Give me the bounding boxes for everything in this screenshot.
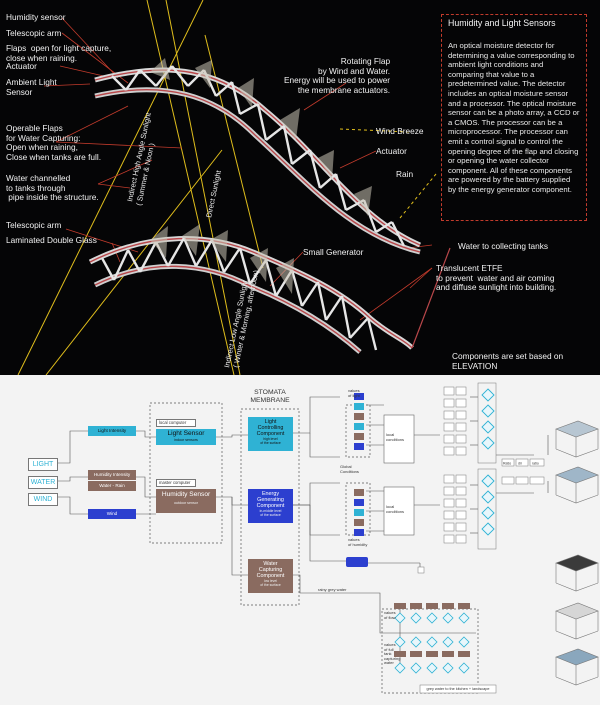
lower-truss [88, 224, 414, 354]
cube-5 [555, 648, 599, 686]
computer-group [149, 402, 223, 544]
input-water: WATER [28, 476, 58, 489]
cube-icons [555, 420, 599, 686]
generator-output-box [346, 557, 368, 567]
dashed-groups [149, 402, 479, 694]
rotating-flap-label: Rotating Flap by Wind and Water. Energy … [284, 56, 391, 95]
grey-water-box [419, 684, 497, 694]
light-component-title: Light Controlling Component [256, 419, 285, 437]
info-title: Humidity and Light Sensors [448, 18, 556, 28]
cube-2 [555, 466, 599, 504]
humidity-sensor-label: Humidity sensor [6, 12, 66, 22]
values-of-flow-label: values of flow [384, 610, 396, 620]
humidity-intensity-box: Humidity Intensity [88, 470, 136, 480]
diamond-column [481, 388, 495, 536]
humidity-sensor-sub: outdoor sensor [174, 501, 198, 505]
flow-diamonds [394, 612, 470, 674]
values-of-light-label: values of light [348, 388, 360, 398]
stomata-group [240, 408, 300, 606]
light-sensor-box: Light Sensor indoor sensors [156, 429, 216, 445]
cube-4 [555, 602, 599, 640]
cube-1 [555, 420, 599, 458]
small-generator-label: Small Generator [303, 247, 364, 257]
stomata-membrane-illustration: Indirect High Angle Sunlight ( Summer & … [0, 0, 600, 375]
connectors [56, 396, 549, 665]
global-conditions-label: Global Conditions [340, 464, 359, 474]
laminated-glass-label: Laminated Double Glass [6, 235, 97, 245]
local-computer-label: local computer [156, 419, 196, 427]
actuator-label: Actuator [6, 61, 37, 71]
sensors-info-box: Humidity and Light Sensors An optical mo… [441, 14, 587, 221]
wind-breeze-label: Wind Breeze [376, 126, 424, 136]
input-light: LIGHT [28, 458, 58, 471]
flow-tags [394, 603, 470, 657]
humidity-sensor-title: Humidity Sensor [161, 491, 211, 498]
water-component-title: Water Capturing Component [256, 561, 285, 579]
small-tag-labels: Ratio dir ratio [503, 462, 539, 466]
ambient-light-sensor-label: Ambient Light Sensor [6, 77, 57, 97]
values-of-humidity-label: values of humidity [348, 537, 368, 547]
upper-truss [94, 58, 421, 255]
water-pipe [411, 247, 451, 349]
water-component-box: Water Capturing Component low level of t… [248, 559, 293, 593]
energy-component-box: Energy Generating Component in-middle le… [248, 489, 293, 523]
humidity-sensor-box: Humidity Sensor outdoor sensor [156, 489, 216, 513]
light-component-box: Light Controlling Component high level o… [248, 417, 293, 451]
translucent-etfe-label: Translucent ETFE to prevent water and ai… [436, 263, 557, 292]
actuator-label-2: Actuator [376, 146, 407, 156]
input-wind: WIND [28, 493, 58, 506]
local-conditions-label-2: local conditions [386, 504, 405, 514]
elevation-note: Components are set based on ELEVATION [452, 351, 564, 371]
rainy-grey-water-label: rainy grey water [318, 587, 347, 592]
telescopic-arm-label: Telescopic arm [6, 28, 62, 38]
energy-component-sub: in-middle level of the surface [259, 509, 282, 517]
energy-component-title: Energy Generating Component [256, 491, 285, 509]
values-of-tank-label: values of full tank capturing water [384, 642, 401, 666]
direct-sunlight-label: Direct Sunlight [204, 170, 223, 219]
value-blocks [354, 393, 364, 536]
water-to-tanks-label: Water to collecting tanks [458, 241, 549, 251]
rain-label: Rain [396, 169, 414, 179]
grey-water-label: grey water to the kitchen + landscape [426, 687, 490, 691]
light-sensor-sub: indoor sensors [174, 438, 198, 442]
cube-3 [555, 554, 599, 592]
membrane-drawing: Indirect High Angle Sunlight ( Summer & … [17, 0, 451, 375]
telescopic-arm-label-2: Telescopic arm [6, 220, 62, 230]
tag-ratio-2: ratio [532, 462, 539, 466]
stomata-title: STOMATA MEMBRANE [250, 389, 290, 404]
water-channelled-label: Water channelled to tanks through pipe i… [6, 173, 99, 202]
light-sensor-title: Light Sensor [167, 430, 205, 437]
light-intensity-box: Light Intensity [88, 426, 136, 436]
local-condition-boxes [383, 414, 415, 536]
water-rain-box: Water - Rain [88, 481, 136, 491]
output-boxes [443, 386, 467, 544]
local-conditions-label: local conditions [386, 432, 405, 442]
control-flow-diagram: Ratio dir ratio LIGHT WATER WIND Light I… [0, 375, 600, 705]
wind-box: Wind [88, 509, 136, 519]
tag-ratio: Ratio [503, 462, 511, 466]
water-component-sub: low level of the surface [260, 579, 281, 587]
light-component-sub: high level of the surface [260, 437, 281, 445]
flow-drawing: Ratio dir ratio [56, 382, 599, 694]
master-computer-label: master computer [156, 479, 196, 487]
tag-dir: dir [518, 462, 523, 466]
flaps-label: Flaps open for light capture, close when… [6, 43, 112, 63]
info-body: An optical moisture detector for determi… [448, 41, 580, 194]
operable-flaps-label: Operable Flaps for Water Capturing: Open… [6, 123, 102, 162]
